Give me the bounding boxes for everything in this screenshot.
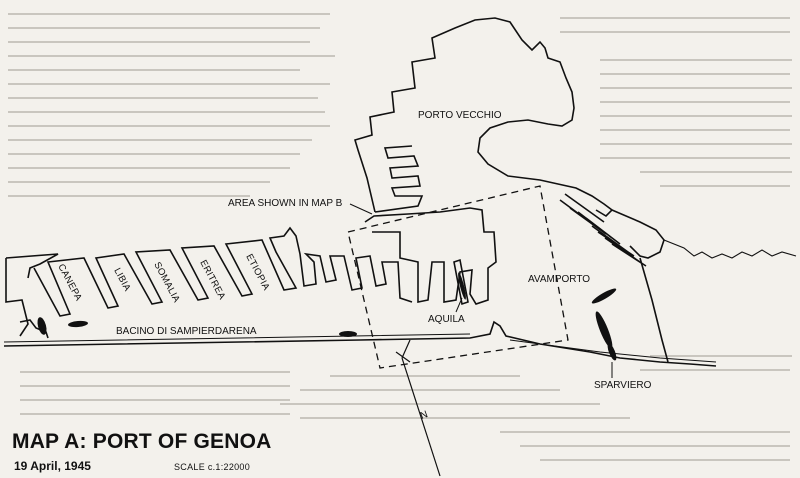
area-shown-leader	[349, 203, 373, 215]
bleed-through-text	[8, 13, 792, 461]
eastern-quay	[611, 209, 665, 259]
map-b-boundary	[347, 185, 569, 369]
label-sparviero: SPARVIERO	[594, 380, 652, 391]
map-date: 19 April, 1945	[14, 459, 91, 473]
label-porto-vecchio: PORTO VECCHIO	[418, 110, 502, 121]
berth-libia: LIBIA	[111, 266, 132, 293]
coastline-east	[663, 239, 797, 259]
label-north: N	[419, 409, 430, 422]
aquila-dock	[453, 258, 469, 306]
outer-breakwater	[3, 320, 717, 367]
sunk-ship-sparviero	[607, 343, 617, 361]
aquila-leader	[455, 297, 463, 313]
sunk-ship-sampierdarena-1	[37, 317, 47, 335]
outer-breakwater-inner	[3, 333, 717, 363]
sampierdarena-inner-wall	[19, 319, 49, 339]
berth-canepa: CANEPA	[55, 262, 84, 303]
sunk-ship-sampierdarena-2	[68, 320, 88, 328]
porto-vecchio-inner-piers	[374, 145, 424, 213]
map-scale: SCALE c.1:22000	[174, 462, 251, 472]
sunk-ship-aquila	[458, 272, 466, 300]
sampierdarena-piers	[5, 226, 413, 337]
central-quay-block	[364, 207, 497, 305]
eastern-mole	[639, 257, 669, 363]
sunk-ship-bacino	[339, 331, 357, 337]
sunk-ship-avamporto-2	[595, 311, 613, 349]
map-title: MAP A: PORT OF GENOA	[12, 430, 272, 453]
sunk-ship-avamporto-1	[591, 288, 617, 304]
label-bacino: BACINO DI SAMPIERDARENA	[116, 326, 257, 337]
berth-eritrea: ERITREA	[197, 258, 227, 302]
label-aquila: AQUILA	[428, 314, 465, 325]
label-area-shown: AREA SHOWN IN MAP B	[228, 198, 343, 209]
repair-basin-piers	[559, 193, 647, 267]
north-arrow	[395, 339, 441, 477]
porto-vecchio-quay	[354, 17, 614, 218]
label-avamporto: AVAMPORTO	[528, 274, 590, 285]
berth-somalia: SOMALIA	[151, 260, 182, 305]
